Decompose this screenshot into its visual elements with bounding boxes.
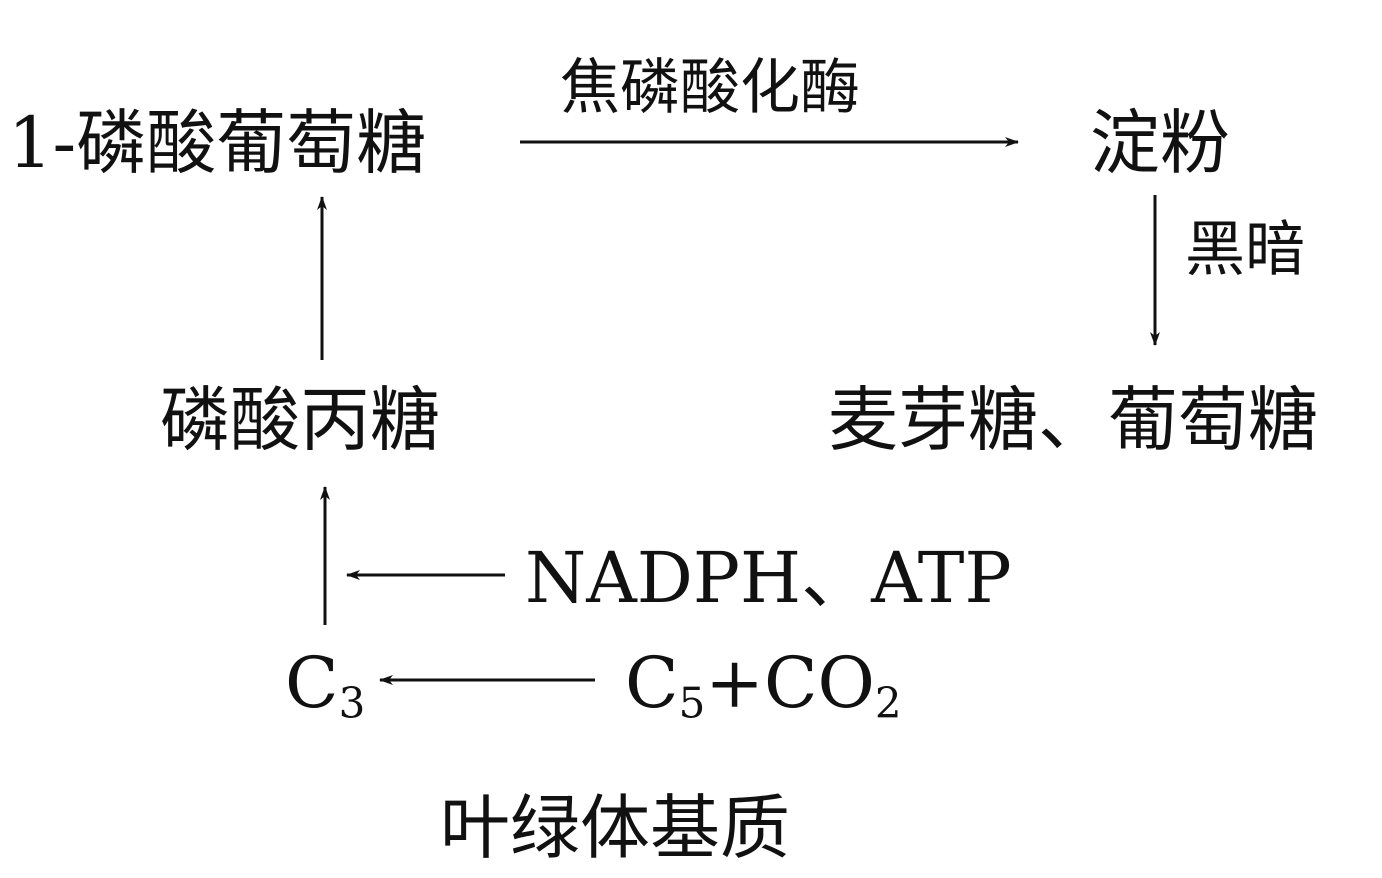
node-maltose-glucose: 麦芽糖、葡萄糖 xyxy=(828,379,1318,461)
c3-subscript: 3 xyxy=(338,678,366,728)
label-dark: 黑暗 xyxy=(1185,215,1305,285)
node-glucose-1-phosphate: 1-磷酸葡萄糖 xyxy=(8,102,427,184)
node-c5-co2: C5+CO2 xyxy=(625,648,902,725)
label-nadph-atp: NADPH、ATP xyxy=(525,537,1012,619)
node-triose-phosphate: 磷酸丙糖 xyxy=(160,379,440,461)
label-enzyme: 焦磷酸化酶 xyxy=(560,53,860,123)
plus-co: +CO xyxy=(705,642,875,724)
node-c3: C3 xyxy=(285,648,365,725)
c5-base: C xyxy=(625,642,679,724)
c5-subscript: 5 xyxy=(678,678,706,728)
c3-base: C xyxy=(285,642,339,724)
node-starch: 淀粉 xyxy=(1090,102,1230,184)
label-chloroplast-stroma: 叶绿体基质 xyxy=(440,787,790,869)
co2-subscript: 2 xyxy=(874,678,902,728)
